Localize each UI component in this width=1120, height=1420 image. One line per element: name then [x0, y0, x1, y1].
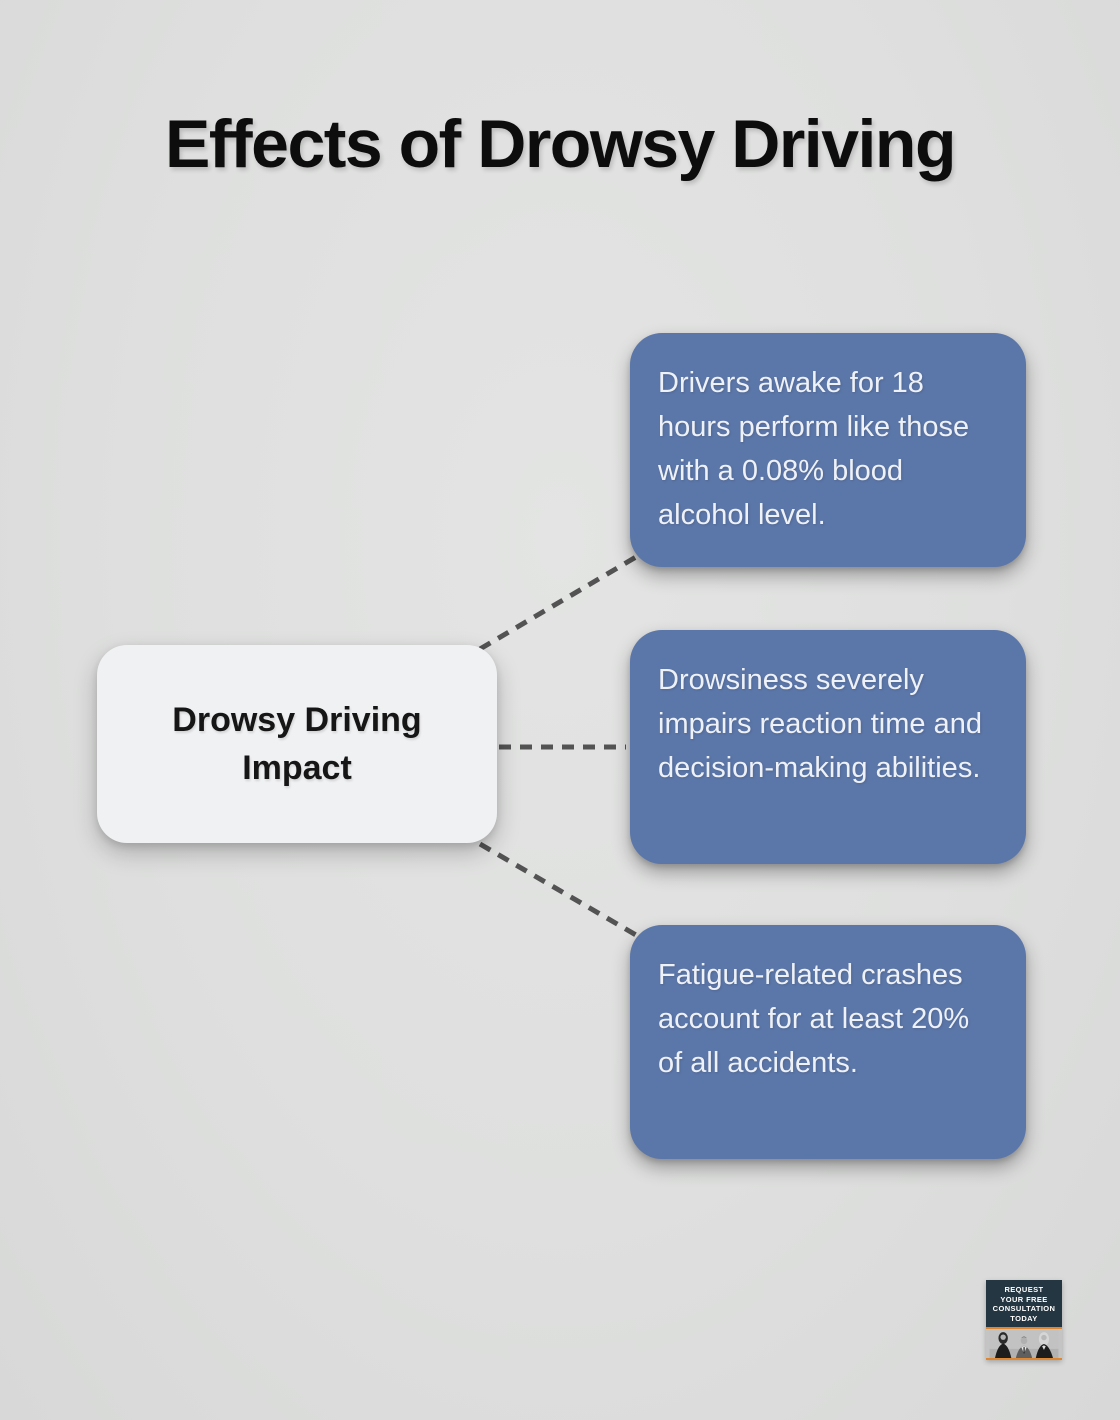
badge-line: REQUEST	[1004, 1285, 1044, 1294]
fact-box-alcohol-equivalence: Drivers awake for 18 hours perform like …	[630, 333, 1026, 567]
badge-line: CONSULTATION	[992, 1304, 1056, 1313]
center-node-label: Drowsy Driving Impact	[172, 701, 422, 787]
badge-bottom-divider	[986, 1358, 1062, 1360]
fact-text: Fatigue-related crashes account for at l…	[658, 959, 970, 1079]
fact-box-crash-statistics: Fatigue-related crashes account for at l…	[630, 925, 1026, 1159]
fact-text: Drowsiness severely impairs reaction tim…	[658, 664, 982, 784]
badge-divider	[986, 1327, 1062, 1329]
fact-box-reaction-time: Drowsiness severely impairs reaction tim…	[630, 630, 1026, 864]
center-node: Drowsy Driving Impact	[97, 645, 497, 843]
law-team-photo	[986, 1329, 1062, 1358]
connector-line-bottom	[478, 841, 638, 938]
connector-line-top	[478, 554, 638, 652]
fact-text: Drivers awake for 18 hours perform like …	[658, 367, 970, 531]
consultation-badge[interactable]: REQUEST YOUR FREE CONSULTATION TODAY	[986, 1280, 1062, 1360]
badge-line: TODAY	[1010, 1313, 1038, 1323]
badge-line: YOUR FREE	[1000, 1294, 1048, 1304]
consultation-badge-text: REQUEST YOUR FREE CONSULTATION TODAY	[986, 1280, 1062, 1327]
team-photo-illustration	[989, 1329, 1059, 1358]
page-title: Effects of Drowsy Driving	[165, 106, 957, 182]
